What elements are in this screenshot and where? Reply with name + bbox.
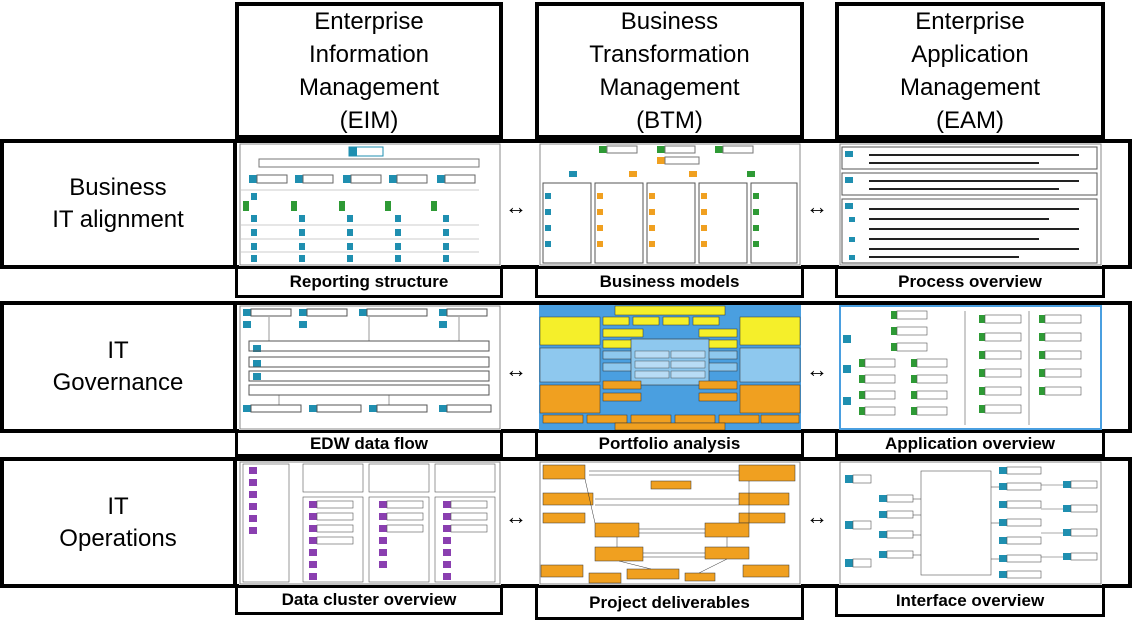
row-title-it-operations: IT Operations — [59, 492, 177, 552]
double-arrow-icon: ↔ — [505, 194, 527, 219]
caption-process-overview: Process overview — [835, 269, 1105, 298]
column-header-eam: Enterprise Application Management (EAM) — [835, 2, 1105, 139]
caption-edw-data-flow: EDW data flow — [235, 433, 503, 457]
caption-application-overview: Application overview — [835, 433, 1105, 457]
double-arrow-icon: ↔ — [806, 357, 828, 382]
caption-business-models: Business models — [535, 269, 804, 298]
caption-reporting-structure: Reporting structure — [235, 269, 503, 298]
double-arrow-icon: ↔ — [806, 504, 828, 529]
project-deliverables-diagram — [539, 461, 801, 585]
application-overview-diagram — [839, 305, 1102, 430]
caption-portfolio-analysis: Portfolio analysis — [535, 433, 804, 457]
column-header-eim: Enterprise Information Management (EIM) — [235, 2, 503, 139]
double-arrow-icon: ↔ — [505, 504, 527, 529]
portfolio-analysis-diagram — [539, 305, 801, 430]
caption-project-deliverables: Project deliverables — [535, 588, 804, 620]
caption-data-cluster-overview: Data cluster overview — [235, 588, 503, 615]
double-arrow-icon: ↔ — [505, 357, 527, 382]
process-overview-diagram — [839, 143, 1102, 266]
column-title-eam: Enterprise Application Management (EAM) — [899, 7, 1041, 134]
business-models-diagram — [539, 143, 801, 266]
caption-interface-overview: Interface overview — [835, 588, 1105, 617]
column-divider — [233, 139, 237, 269]
column-title-eim: Enterprise Information Management (EIM) — [298, 7, 440, 134]
column-header-btm: Business Transformation Management (BTM) — [535, 2, 804, 139]
edw-data-flow-diagram — [239, 305, 501, 430]
interface-overview-diagram — [839, 461, 1102, 585]
column-divider — [233, 457, 237, 588]
column-title-btm: Business Transformation Management (BTM) — [589, 7, 750, 134]
reporting-structure-diagram — [239, 143, 501, 266]
double-arrow-icon: ↔ — [806, 194, 828, 219]
row-title-business-it-alignment: Business IT alignment — [52, 174, 184, 233]
column-divider — [233, 301, 237, 433]
data-cluster-overview-diagram — [239, 461, 501, 585]
row-title-it-governance: IT Governance — [52, 337, 184, 396]
